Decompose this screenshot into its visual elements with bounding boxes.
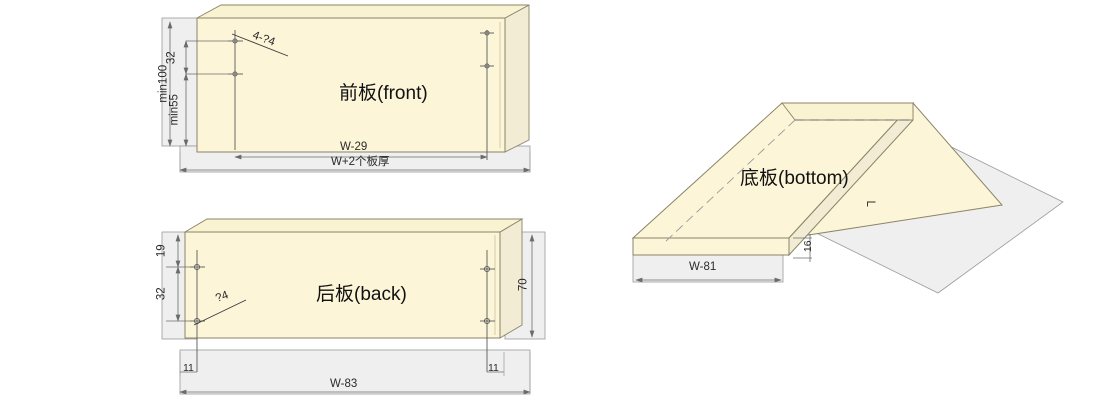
front-extension-lines: [186, 40, 235, 75]
bottom-slab-rim-back: [781, 102, 914, 121]
front-panel-top-face: [196, 4, 530, 19]
front-right-hole-marks: [480, 30, 494, 160]
front-dim-wboard: [179, 152, 531, 173]
back-dim-box-bottom: [179, 349, 531, 395]
back-extension-lines: [166, 266, 197, 322]
back-dim-w83: [179, 352, 531, 395]
bottom-dim-16-label: 16: [801, 240, 814, 253]
back-dim-w83-label: W-83: [330, 378, 358, 390]
front-dim-min55-label: min55: [168, 94, 181, 126]
back-hole-leader: [193, 299, 247, 326]
back-dim-70-label: 70: [517, 278, 530, 292]
back-dim-19-label: 19: [155, 244, 168, 258]
bottom-dim-box-bottom: [632, 251, 784, 283]
back-dim-11-left: [179, 352, 197, 376]
back-dim-11-left-label: 11: [183, 362, 194, 374]
bottom-inner-dashed-diagonal: [664, 119, 796, 243]
back-panel-title: 后板(back): [316, 284, 407, 305]
front-hole-leader: [231, 33, 289, 57]
back-panel-face: [184, 231, 501, 339]
bottom-slab-front-thickness: [632, 237, 790, 256]
bottom-panel-title: 底板(bottom): [740, 168, 849, 189]
bottom-dim-w81-label: W-81: [689, 261, 717, 273]
front-panel-title: 前板(front): [339, 83, 428, 104]
back-dim-11-right-label: 11: [488, 362, 499, 374]
bottom-dim-16-marks: [793, 234, 812, 262]
back-panel-top-face: [183, 218, 524, 233]
bottom-dim-L-label: L: [863, 200, 876, 207]
bottom-panel-group: [631, 101, 1064, 294]
front-dim-32-label: 32: [165, 51, 178, 65]
front-dim-w29-label: W-29: [340, 141, 368, 153]
back-panel-group: [161, 218, 546, 395]
front-panel-side-face: [504, 4, 530, 153]
back-dim-11-right: [487, 352, 505, 376]
front-panel-group: [161, 4, 531, 173]
back-right-hole-marks: [480, 250, 495, 372]
back-dim-32-label: 32: [155, 287, 168, 301]
front-dim-wboard-label: W+2个板厚: [331, 156, 390, 168]
